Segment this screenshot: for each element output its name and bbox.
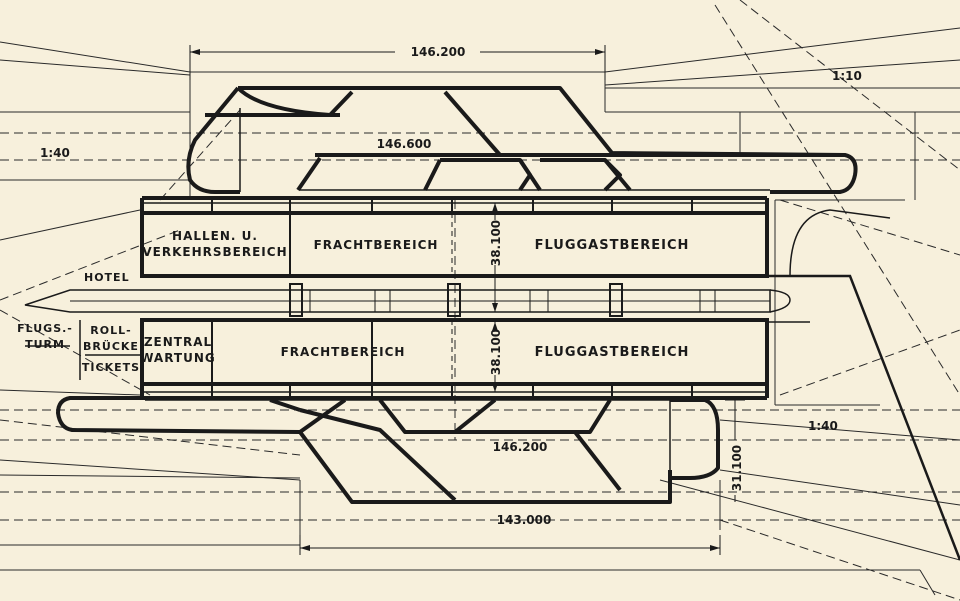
slope-left: 1:40 [40, 146, 70, 160]
lower-apron [56, 396, 720, 504]
slope-top-right: 1:10 [832, 69, 862, 83]
dim-lower-inner: 146.200 [493, 440, 548, 454]
roll-label-line2: BRÜCKE [83, 339, 139, 353]
context-lines [0, 27, 960, 596]
dim-side-height: 31.100 [730, 445, 744, 491]
upper-apron-edge [239, 108, 770, 192]
dim-height-bottom: 38.100 [489, 329, 503, 375]
zentral-label-line2: WARTUNG [140, 351, 216, 365]
hotel-label: HOTEL [84, 271, 130, 284]
flugs-label-line1: FLUGS.- [17, 322, 73, 335]
zentral-label-line1: ZENTRAL [144, 335, 212, 349]
roll-label-line1: ROLL- [90, 324, 131, 337]
terminal-top-block [140, 196, 769, 278]
upper-apron [186, 86, 858, 194]
dimension-arrows [190, 49, 720, 551]
fracht-bottom-label: FRACHTBEREICH [281, 345, 406, 359]
fracht-top-label: FRACHTBEREICH [314, 238, 439, 252]
terminal-bottom-block [140, 318, 769, 400]
flugs-label-line2: TURM [25, 338, 65, 351]
halle-label-line2: VERKEHRSBEREICH [142, 245, 287, 259]
slope-right: 1:40 [808, 419, 838, 433]
fluggast-bottom-label: FLUGGASTBEREICH [535, 345, 690, 360]
dim-upper-inner: 146.600 [377, 137, 432, 151]
dimension-lines [189, 45, 745, 555]
tickets-label: TICKETS [82, 361, 140, 374]
halle-label-line1: HALLEN. U. [172, 229, 258, 243]
left-annex [25, 320, 140, 380]
fluggast-top-label: FLUGGASTBEREICH [535, 238, 690, 253]
dim-height-top: 38.100 [489, 220, 503, 266]
dim-top-width: 146.200 [411, 45, 466, 59]
central-corridor [24, 209, 960, 561]
dim-bottom-width: 143.000 [497, 513, 552, 527]
